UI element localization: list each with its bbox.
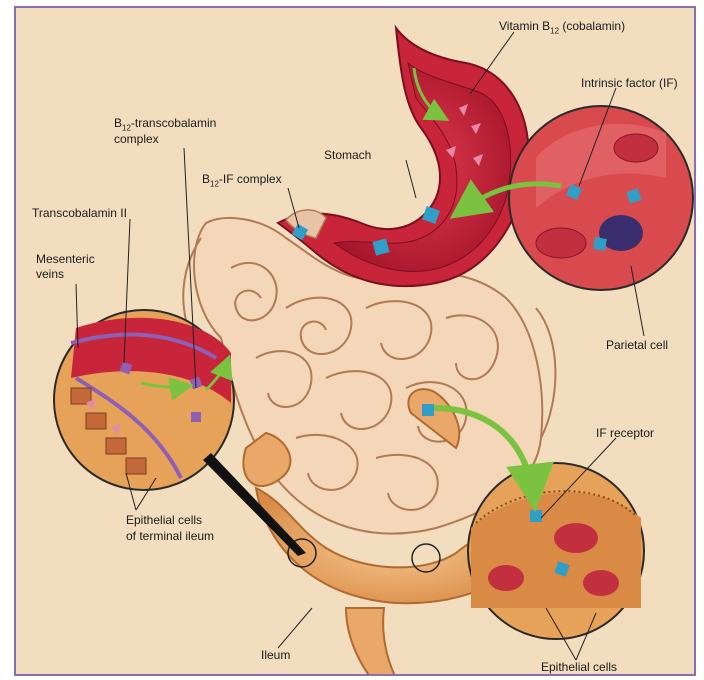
digestive-diagram	[16, 8, 696, 676]
ileum-complex	[422, 404, 434, 416]
label-if-receptor: IF receptor	[596, 426, 654, 440]
label-mesenteric-veins: Mesenteric	[36, 252, 95, 266]
if-receptor-inset	[468, 463, 644, 639]
label-vitamin-b12: Vitamin B12 (cobalamin)	[499, 19, 625, 38]
label-epithelial-terminal-ileum-line2: of terminal ileum	[126, 529, 214, 543]
label-epithelial-terminal-ileum: Epithelial cells	[126, 513, 202, 527]
label-b12-transcobalamin-line2: complex	[114, 132, 159, 146]
label-ileum: Ileum	[261, 648, 290, 662]
label-b12-if-complex: B12-IF complex	[202, 172, 282, 191]
label-transcobalamin-ii: Transcobalamin II	[32, 206, 127, 220]
label-intrinsic-factor: Intrinsic factor (IF)	[581, 76, 678, 90]
label-stomach: Stomach	[324, 148, 371, 162]
label-epithelial-cells: Epithelial cells	[541, 660, 617, 674]
diagram-frame: Vitamin B12 (cobalamin) Intrinsic factor…	[14, 6, 696, 676]
label-mesenteric-veins-line2: veins	[36, 267, 64, 281]
label-parietal-cell: Parietal cell	[606, 338, 668, 352]
stomach	[278, 28, 529, 286]
parietal-cell-inset	[509, 106, 696, 290]
